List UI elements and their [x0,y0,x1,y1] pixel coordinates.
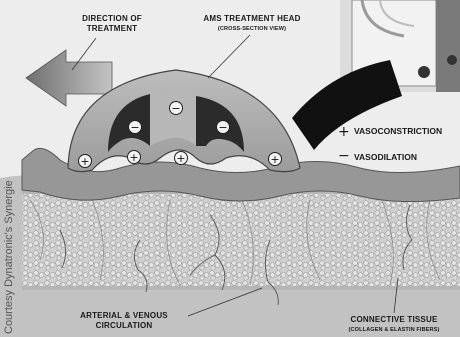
head-leader [208,35,250,78]
connective-label: CONNECTIVE TISSUE [351,315,438,324]
direction-label-line1: DIRECTION OF [82,14,142,23]
vasoconstriction-label: VASOCONSTRICTION [354,126,442,136]
connective-sublabel: (COLLAGEN & ELASTIN FIBERS) [349,327,440,333]
minus-symbol: − [218,121,227,134]
vasodilation-label: VASODILATION [354,152,417,162]
plus-symbol: + [80,155,89,168]
head-title-label: AMS TREATMENT HEAD [203,14,300,23]
legend-plus-icon: + [338,124,350,140]
direction-arrow [26,50,112,106]
direction-label-line2: TREATMENT [87,24,138,33]
circulation-label-line2: CIRCULATION [96,321,153,330]
circulation-label-line1: ARTERIAL & VENOUS [80,311,168,320]
minus-symbol: − [171,102,180,115]
head-subtitle-label: (CROSS-SECTION VIEW) [218,26,286,32]
minus-symbol: − [130,121,139,134]
plus-symbol: + [129,151,138,164]
credit-label: Courtesy Dynatronic's Synergie [3,180,15,334]
plus-symbol: + [270,153,279,166]
legend-minus-icon: − [338,148,350,164]
plus-symbol: + [176,152,185,165]
